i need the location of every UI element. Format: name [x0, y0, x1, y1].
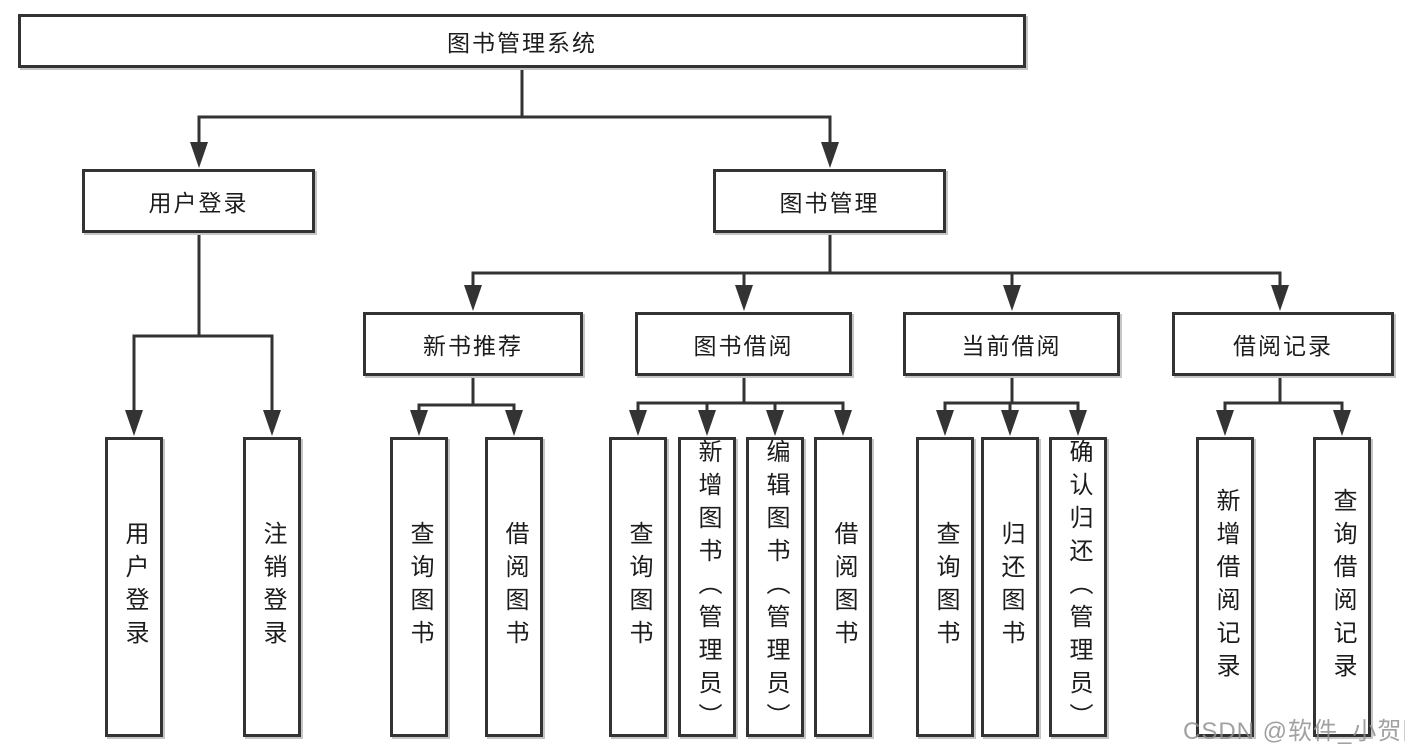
node-book-borrow: 图书借阅: [635, 312, 852, 376]
arrowhead: [936, 410, 954, 436]
leaf-label: 新增图书（管理员）: [694, 438, 721, 736]
leaf-label: 查询借阅记录: [1329, 488, 1356, 686]
leaf-label: 查询图书: [625, 521, 652, 653]
leaf-label: 编辑图书（管理员）: [762, 438, 789, 736]
node-current-borrow: 当前借阅: [903, 312, 1120, 376]
leaf-query-borrow-record: 查询借阅记录: [1313, 437, 1371, 737]
leaf-label: 确认归还（管理员）: [1065, 438, 1092, 736]
arrowhead: [735, 285, 753, 311]
arrowhead: [464, 285, 482, 311]
leaf-edit-book-admin: 编辑图书（管理员）: [746, 437, 804, 737]
leaf-label: 用户登录: [121, 521, 148, 653]
leaf-label: 查询图书: [932, 521, 959, 653]
node-root: 图书管理系统: [18, 14, 1026, 68]
leaf-borrow-books-recommend: 借阅图书: [485, 437, 543, 737]
leaf-borrow-books: 借阅图书: [814, 437, 872, 737]
arrowhead: [629, 410, 647, 436]
arrowhead: [1001, 410, 1019, 436]
arrowhead: [1271, 285, 1289, 311]
leaf-query-books-recommend: 查询图书: [390, 437, 448, 737]
leaf-label: 借阅图书: [830, 521, 857, 653]
node-new-book-recommend: 新书推荐: [363, 312, 583, 376]
node-book-management: 图书管理: [713, 169, 946, 233]
arrowhead: [766, 410, 784, 436]
leaf-query-books-borrow: 查询图书: [609, 437, 667, 737]
arrowhead: [410, 410, 428, 436]
leaf-user-login: 用户登录: [105, 437, 163, 737]
arrowhead: [505, 410, 523, 436]
arrowheads: [125, 142, 1351, 436]
arrowhead: [1003, 285, 1021, 311]
arrowhead: [821, 142, 839, 168]
connector-borrow-to-leaves: [636, 376, 845, 418]
node-user-login: 用户登录: [82, 169, 315, 233]
csdn-watermark: CSDN @软件_小贺同学: [1183, 718, 1405, 745]
leaf-logout: 注销登录: [243, 437, 301, 737]
leaf-label: 归还图书: [997, 521, 1024, 653]
leaf-label: 新增借阅记录: [1212, 488, 1239, 686]
arrowhead: [1216, 410, 1234, 436]
arrowhead: [190, 142, 208, 168]
leaf-query-books-current: 查询图书: [916, 437, 974, 737]
leaf-label: 借阅图书: [501, 521, 528, 653]
leaf-add-book-admin: 新增图书（管理员）: [678, 437, 736, 737]
node-borrow-records: 借阅记录: [1172, 312, 1394, 376]
leaf-confirm-return-admin: 确认归还（管理员）: [1049, 437, 1107, 737]
connector-root-to-level2: [197, 68, 832, 150]
connector-newbook-to-leaves: [417, 376, 516, 418]
arrowhead: [1333, 410, 1351, 436]
arrowhead: [1069, 410, 1087, 436]
arrowhead: [698, 410, 716, 436]
leaf-add-borrow-record: 新增借阅记录: [1196, 437, 1254, 737]
connector-records-to-leaves: [1223, 376, 1344, 418]
connector-login-to-leaves: [132, 233, 274, 418]
connector-mgmt-to-level3: [471, 233, 1282, 292]
arrowhead: [125, 410, 143, 436]
leaf-return-book: 归还图书: [981, 437, 1039, 737]
leaf-label: 查询图书: [406, 521, 433, 653]
arrowhead: [263, 410, 281, 436]
arrowhead: [834, 410, 852, 436]
leaf-label: 注销登录: [259, 521, 286, 653]
